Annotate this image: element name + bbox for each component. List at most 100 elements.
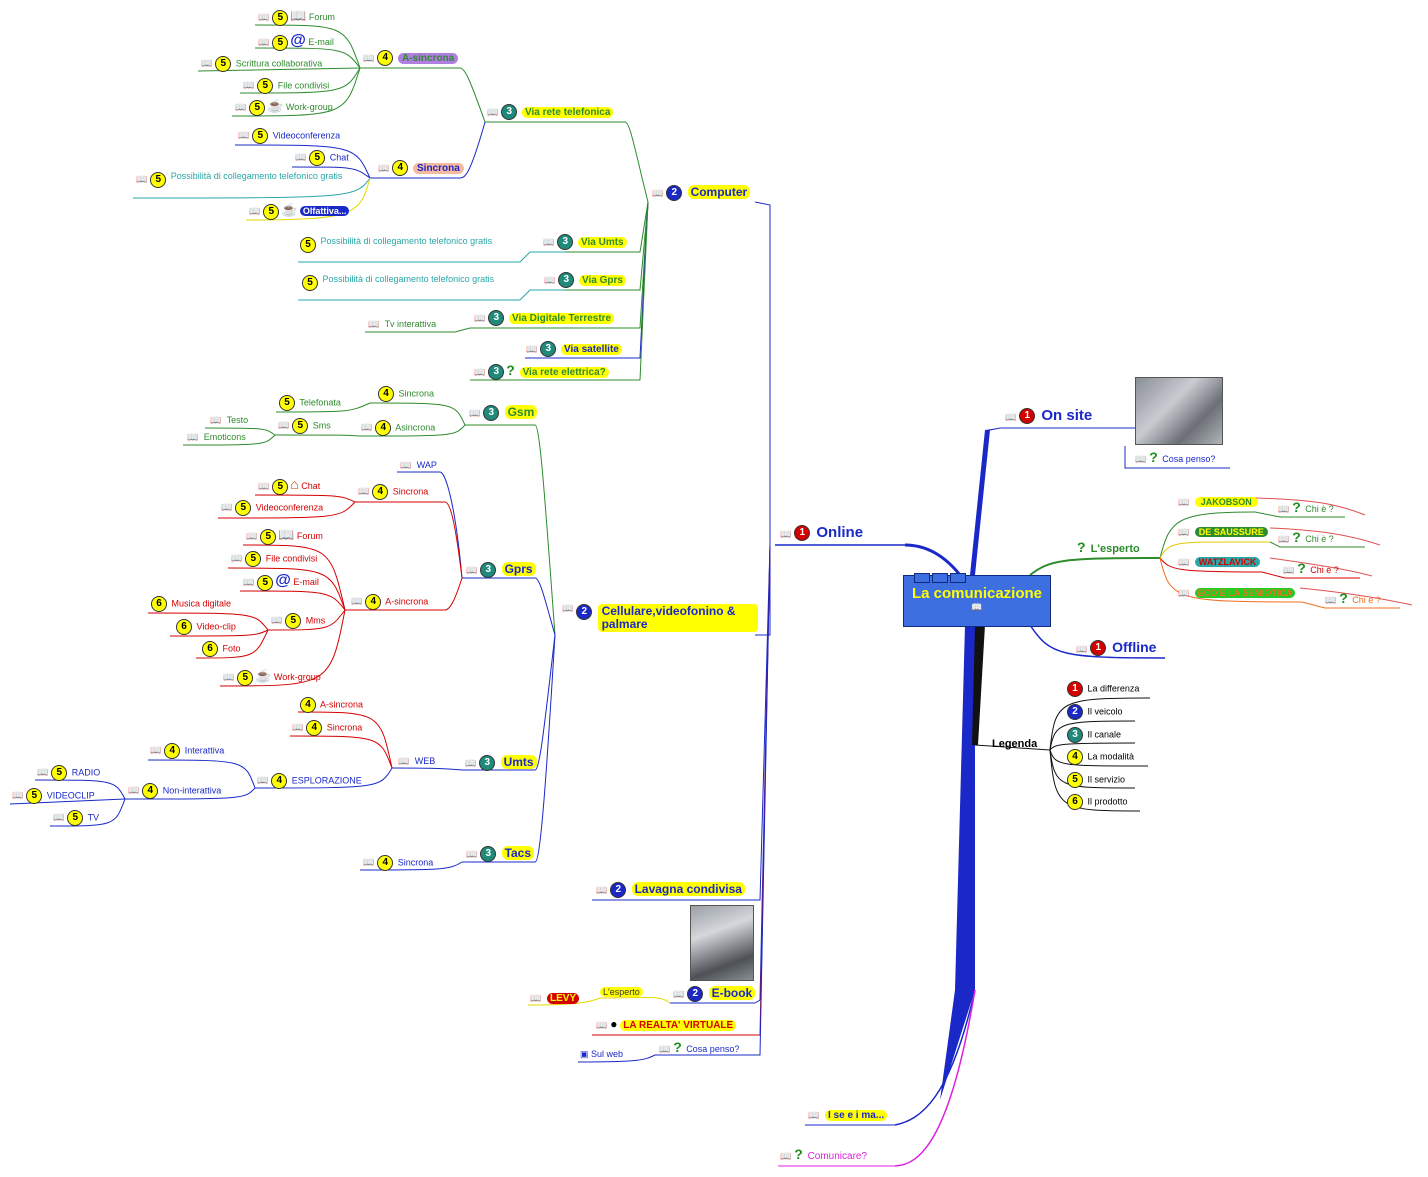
node-gprs-file-condivisi[interactable]: 📖5 File condivisi [231,551,317,567]
node-possibilita-sincrona[interactable]: 📖5 Possibilità di collegamento telefonic… [136,171,356,188]
node-chi-e-1[interactable]: 📖? Chi è ? [1278,499,1334,515]
node-emoticons[interactable]: 📖 Emoticons [187,432,246,443]
node-interattiva[interactable]: 📖4 Interattiva [150,743,224,759]
node-non-interattiva[interactable]: 📖4 Non-interattiva [128,783,221,799]
node-legenda[interactable]: Legenda [992,738,1038,750]
number-4-icon: 4 [1067,749,1083,765]
node-gprs-chat[interactable]: 📖5⌂ Chat [258,476,320,495]
node-gprs-work-group[interactable]: 📖5☕ Work-group [223,668,321,686]
node-via-satellite[interactable]: 📖3 Via satellite [526,341,622,357]
question-icon: ? [1339,590,1348,606]
number-5-icon: 5 [272,478,289,495]
book-icon: 📖 [1076,644,1088,654]
node-testo[interactable]: 📖 Testo [210,415,248,426]
node-via-rete-elettrica[interactable]: 📖3? Via rete elettrica? [474,362,609,381]
node-realta-virtuale[interactable]: 📖● LA REALTA' VIRTUALE [596,1017,737,1031]
node-gprs-videoconferenza[interactable]: 📖5 Videoconferenza [221,500,323,516]
node-watzlavick[interactable]: 📖 WATZLAVICK [1178,557,1261,568]
node-videoclip[interactable]: 📖5 VIDEOCLIP [12,788,95,804]
node-on-site[interactable]: 📖1 On site [1005,407,1092,425]
node-via-umts[interactable]: 📖3 Via Umts [543,234,627,250]
node-forum[interactable]: 📖5📖 Forum [258,8,335,26]
book-icon: 📖 [351,596,363,607]
node-jakobson[interactable]: 📖 JAKOBSON [1178,497,1258,508]
question-icon: ? [506,362,515,378]
node-email[interactable]: 📖5@ E-mail [258,32,334,51]
node-videoconferenza[interactable]: 📖5 Videoconferenza [238,128,340,144]
node-umts-asincrona[interactable]: 4 A-sincrona [300,697,363,713]
node-gprs-asincrona[interactable]: 📖4 A-sincrona [351,594,428,610]
node-eco[interactable]: 📖 ECO E LA SEMIOTICA [1178,588,1296,599]
book-icon: 📖 [1278,534,1290,544]
node-possibilita-umts[interactable]: 5 Possibilità di collegamento telefonico… [300,236,511,253]
root-node[interactable]: La comunicazione 📖 [903,573,1051,627]
node-ise[interactable]: 📖 I se e i ma... [808,1110,888,1121]
node-de-saussure[interactable]: 📖 DE SAUSSURE [1178,527,1268,538]
number-5-icon: 5 [235,500,252,516]
node-sincrona[interactable]: 📖4 Sincrona [378,160,464,176]
node-chat[interactable]: 📖5 Chat [295,150,349,166]
gsm-label: Gsm [504,405,538,420]
book-icon: 📖 [544,274,556,285]
node-esperto[interactable]: ? L'esperto [1077,539,1140,555]
node-via-rete-telefonica[interactable]: 📖3 Via rete telefonica [487,104,614,120]
book-icon: 📖 [673,989,685,1000]
node-sms[interactable]: 📖5 Sms [278,418,331,434]
node-via-gprs[interactable]: 📖3 Via Gprs [544,272,626,288]
node-gprs-email[interactable]: 📖5@ E-mail [243,572,319,591]
node-ebook-esperto[interactable]: L'esperto [600,987,643,998]
book-icon: 📖 [258,481,270,491]
node-cellulare[interactable]: 📖2 Cellulare,videofonino & palmare [562,603,758,633]
node-sul-web[interactable]: ▣ Sul web [580,1049,623,1060]
node-online-cosa-penso[interactable]: 📖? Cosa penso? [659,1039,739,1055]
node-tv[interactable]: 📖5 TV [53,810,99,826]
number-3-icon: 3 [480,562,497,578]
node-umts-sincrona[interactable]: 📖4 Sincrona [292,720,362,736]
root-title: La comunicazione [911,585,1043,602]
number-5-icon: 5 [51,765,68,781]
number-3-icon: 3 [488,310,505,326]
node-comunicare[interactable]: 📖? Comunicare? [780,1146,867,1162]
node-online[interactable]: 📖1 Online [780,524,863,542]
node-gsm[interactable]: 📖3 Gsm [469,405,538,421]
node-chi-e-3[interactable]: 📖? Chi è ? [1283,560,1339,576]
node-possibilita-gprs[interactable]: 5 Possibilità di collegamento telefonico… [302,274,513,291]
node-umts[interactable]: 📖3 Umts [465,755,537,771]
node-gsm-sincrona[interactable]: 4 Sincrona [378,386,434,402]
node-tv-interattiva[interactable]: 📖 Tv interattiva [368,319,436,330]
node-tacs-sincrona[interactable]: 📖4 Sincrona [363,855,433,871]
node-a-sincrona[interactable]: 📖4 A-sincrona [363,50,459,66]
node-lavagna[interactable]: 📖2 Lavagna condivisa [596,882,745,898]
node-offline[interactable]: 📖1 Offline [1076,639,1156,657]
node-video-clip[interactable]: 6 Video-clip [176,619,236,635]
node-gprs-sincrona[interactable]: 📖4 Sincrona [358,484,428,500]
node-gsm-asincrona[interactable]: 📖4 Asincrona [361,420,435,436]
book-icon: 📖 [562,603,574,613]
node-gprs[interactable]: 📖3 Gprs [466,562,536,578]
node-radio[interactable]: 📖5 RADIO [37,765,100,781]
node-telefonata[interactable]: 5 Telefonata [279,395,341,411]
node-levy[interactable]: 📖 LEVY [530,993,580,1004]
node-on-site-cosa-penso[interactable]: 📖? Cosa penso? [1135,449,1215,465]
node-via-digitale[interactable]: 📖3 Via Digitale Terrestre [474,310,615,326]
node-web[interactable]: 📖 WEB [398,756,435,767]
node-chi-e-2[interactable]: 📖? Chi è ? [1278,529,1334,545]
node-work-group[interactable]: 📖5☕ Work-group [235,98,333,116]
node-computer[interactable]: 📖2 Computer [652,185,751,201]
node-wap[interactable]: 📖 WAP [400,460,437,471]
node-chi-e-4[interactable]: 📖? Chi è ? [1325,590,1381,606]
office-photo [1135,377,1223,445]
node-mms[interactable]: 📖5 Mms [271,613,325,629]
number-2-icon: 2 [576,604,593,620]
node-tacs[interactable]: 📖3 Tacs [466,846,535,862]
node-esplorazione[interactable]: 📖4 ESPLORAZIONE [257,773,362,789]
node-olfattiva[interactable]: 📖5☕ Olfattiva... [249,202,350,220]
legend-item: 1 La differenza [1067,681,1139,697]
node-file-condivisi[interactable]: 📖5 File condivisi [243,78,329,94]
node-scrittura[interactable]: 📖5 Scrittura collaborativa [201,56,322,72]
node-musica[interactable]: 6 Musica digitale [151,596,231,612]
node-foto[interactable]: 6 Foto [202,641,241,657]
question-icon: ? [673,1039,682,1055]
node-ebook[interactable]: 📖2 E-book [673,986,756,1002]
node-gprs-forum[interactable]: 📖5📖 Forum [246,527,323,545]
